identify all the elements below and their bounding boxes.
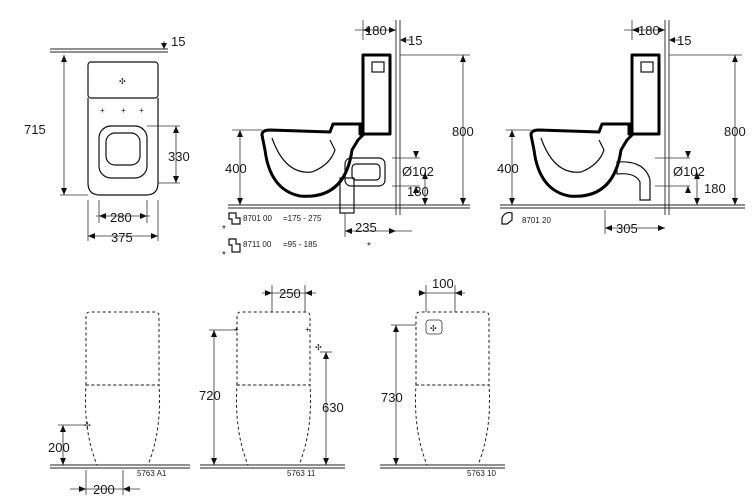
front-view-a1: ✣ 200 200 5763 A1	[48, 311, 190, 497]
dim-drain-diameter-b: Ø102	[673, 164, 705, 179]
dim-tank-depth-b: 180	[638, 23, 660, 38]
dim-drain-diameter-a: Ø102	[402, 164, 434, 179]
outlet-pipe	[616, 161, 651, 201]
dim-depth: 715	[24, 122, 46, 137]
tank-outline-front	[236, 311, 311, 386]
fixing-point-icon: +	[139, 106, 144, 115]
tank-profile	[627, 53, 661, 136]
dim-rim-height-b: 400	[497, 161, 519, 176]
tank-outline-front	[85, 311, 160, 386]
fitting-2-code: 8711 00	[243, 240, 272, 249]
fixing-point-icon: +	[305, 325, 310, 334]
outlet-pipe	[344, 157, 386, 187]
bowl-profile	[529, 122, 634, 198]
dim-inner-width: 280	[110, 210, 132, 225]
flush-button-icon: ✣	[430, 324, 437, 333]
flush-plate	[425, 319, 443, 335]
fitting-1-code: 8701 00	[243, 214, 272, 223]
dim-rim-height-a: 400	[225, 161, 247, 176]
dim-seat-offset: 330	[168, 149, 190, 164]
front-view-11: + + ✣ 250 720 630 5763 11	[199, 285, 345, 478]
bowl-profile	[260, 122, 365, 198]
dim-outlet-distance-b: 305	[616, 221, 638, 236]
front-view-10: ✣ 100 730 5763 10	[380, 276, 505, 478]
dim-inlet-offset-a1: 200	[93, 482, 115, 497]
side-view-b: 180 15 800 400 Ø102 180 305	[497, 20, 746, 236]
fitting-legend-b: 8701 20	[501, 211, 551, 225]
fitting-1-range: =175 - 275	[283, 214, 322, 223]
tank-outline-top	[87, 61, 159, 99]
dim-total-height-10: 730	[381, 390, 403, 405]
dim-inlet-height-a1: 200	[48, 440, 70, 455]
model-code-11: 5763 11	[287, 469, 316, 478]
inlet-point-icon: ✣	[315, 343, 322, 352]
model-code-10: 5763 10	[467, 469, 496, 478]
side-view-a: 180 15 800 400 Ø102 180 235 *	[222, 20, 474, 261]
fitting-pipe-icon	[501, 211, 513, 225]
bowl-outline-front	[235, 384, 312, 466]
dim-outer-width: 375	[111, 230, 133, 245]
dim-total-height-b: 800	[724, 124, 746, 139]
dim-button-spacing-11: 250	[279, 286, 301, 301]
asterisk-fitting-1: *	[222, 224, 226, 235]
seat-outline	[98, 125, 148, 179]
fitting-2-range: =95 - 185	[283, 240, 318, 249]
model-code-a1: 5763 A1	[137, 469, 167, 478]
fitting-b-code: 8701 20	[522, 216, 551, 225]
dim-button-width-10: 100	[432, 276, 454, 291]
top-view: ✣ + + + 715 330 15 280 375	[24, 34, 190, 245]
dim-outlet-distance-a: 235	[355, 220, 377, 235]
dim-inlet-height-11: 630	[322, 400, 344, 415]
dim-tank-gap-a: 15	[408, 33, 422, 48]
bowl-outline-top	[87, 98, 159, 196]
fixing-point-icon: +	[121, 106, 126, 115]
asterisk-fitting-2: *	[222, 250, 226, 261]
dim-tank-depth-a: 180	[365, 23, 387, 38]
fitting-pipe-icon	[228, 238, 241, 253]
flush-button-icon: ✣	[119, 77, 126, 86]
fixing-point-icon: +	[100, 106, 105, 115]
dim-total-height-11: 720	[199, 388, 221, 403]
dim-total-height-a: 800	[452, 124, 474, 139]
tank-profile	[358, 53, 392, 136]
dim-tank-gap-b: 15	[677, 33, 691, 48]
tank-outline-front	[415, 311, 490, 386]
fitting-legend-1: 8701 00 =175 - 275 *	[222, 212, 322, 235]
dim-drain-height-a: 180	[407, 184, 429, 199]
dim-wall-gap: 15	[171, 34, 185, 49]
bowl-outline-front	[84, 384, 161, 466]
fitting-legend-2: 8711 00 =95 - 185 *	[222, 238, 318, 261]
fixing-point-icon: +	[234, 325, 239, 334]
asterisk-note: *	[367, 241, 371, 252]
bowl-outline-front	[414, 384, 491, 466]
fitting-pipe-icon	[228, 212, 241, 225]
dim-drain-height-b: 180	[704, 181, 726, 196]
inlet-point-icon: ✣	[84, 421, 91, 430]
